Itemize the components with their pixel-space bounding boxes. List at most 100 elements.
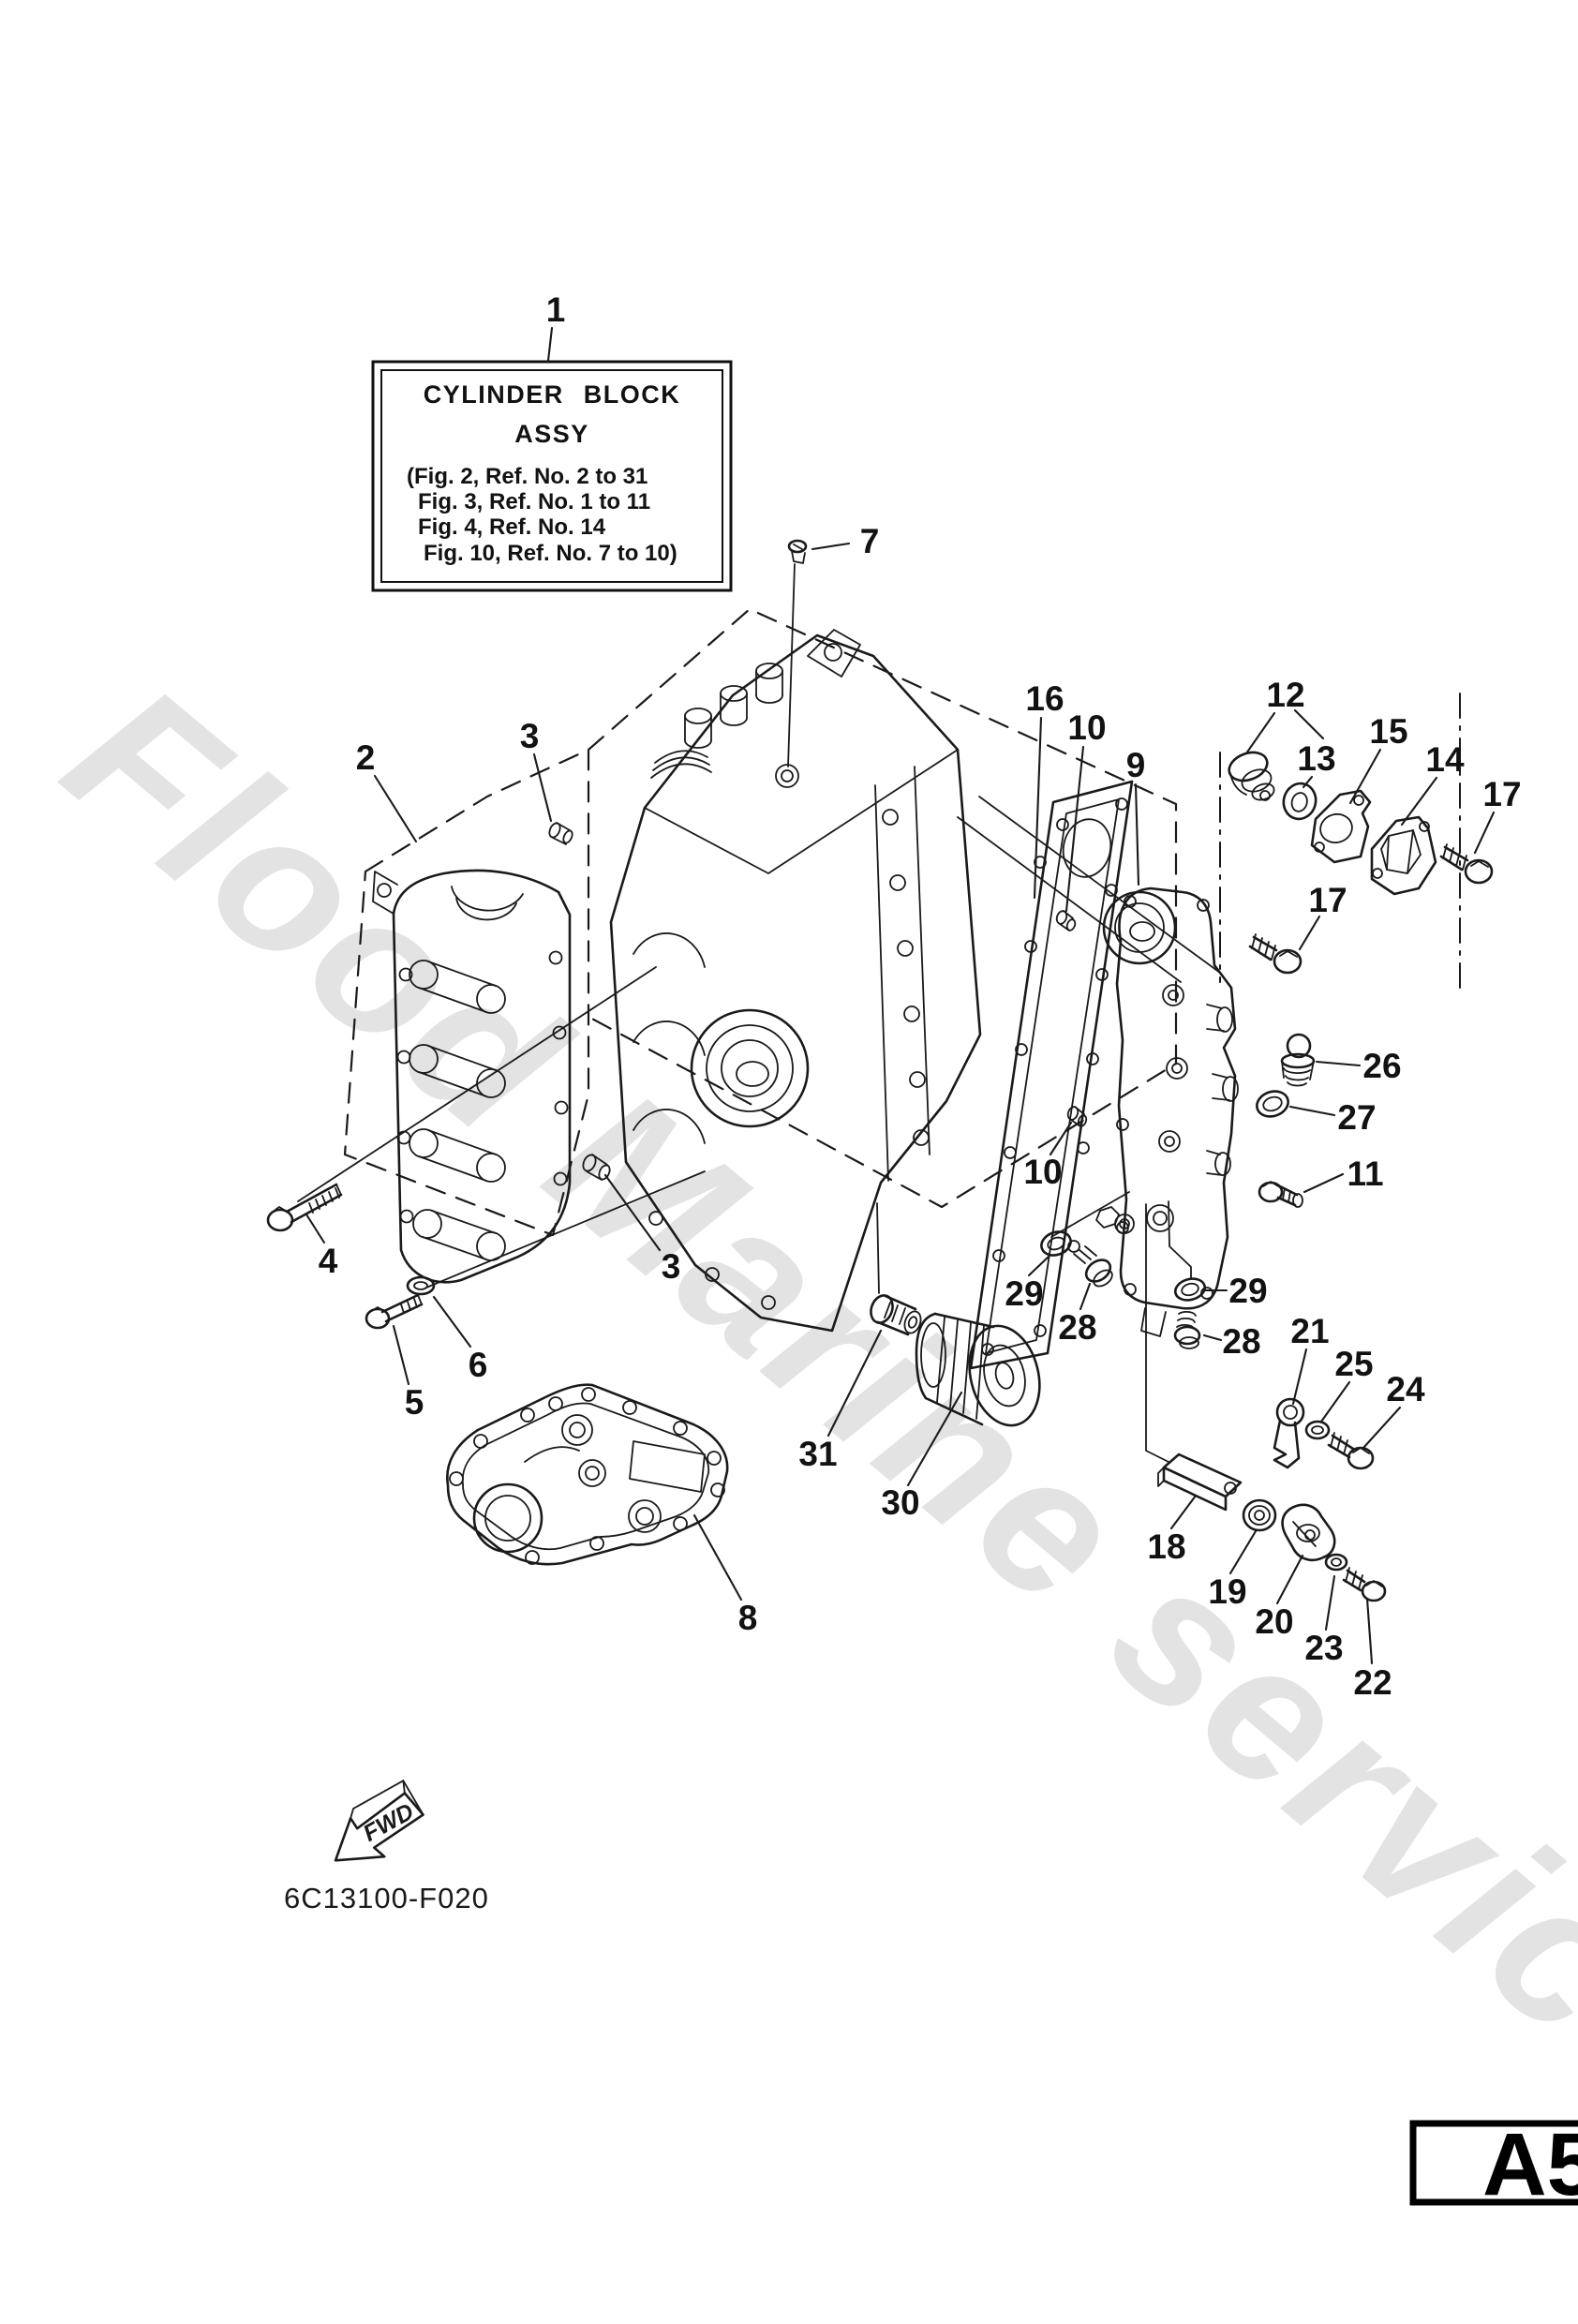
part-oring-27 bbox=[1256, 1090, 1289, 1118]
callout-leader-17 bbox=[1473, 811, 1496, 855]
part-washer-29b bbox=[1173, 1277, 1207, 1302]
callout-label-28: 28 bbox=[1222, 1322, 1260, 1361]
callout-label-22: 22 bbox=[1353, 1663, 1392, 1702]
page-label: A5 bbox=[1482, 2115, 1578, 2214]
callout-label-4: 4 bbox=[319, 1242, 338, 1280]
callout-label-20: 20 bbox=[1255, 1602, 1293, 1641]
cover-bosses bbox=[1095, 895, 1239, 1337]
part-washer-23 bbox=[1324, 1553, 1348, 1572]
part-washer-29a bbox=[1040, 1230, 1072, 1257]
crankcase-bolt-holes bbox=[396, 950, 569, 1224]
callout-label-24: 24 bbox=[1386, 1370, 1425, 1408]
callout-leader-3 bbox=[532, 752, 553, 823]
part-dowel-pin-3a bbox=[548, 822, 573, 845]
callout-leader-12 bbox=[1244, 711, 1276, 755]
callout-label-3: 3 bbox=[520, 717, 540, 755]
callout-label-15: 15 bbox=[1369, 712, 1407, 751]
callout-leader-26 bbox=[1315, 1060, 1362, 1067]
callout-leader-28 bbox=[1079, 1282, 1092, 1311]
callout-label-13: 13 bbox=[1297, 739, 1335, 778]
part-dowel-pin-3b bbox=[582, 1154, 611, 1181]
callout-leader-2 bbox=[373, 774, 418, 843]
part-cylinder-gasket-16 bbox=[969, 780, 1134, 1370]
bearing-saddles bbox=[409, 960, 506, 1261]
title-ref-2: Fig. 3, Ref. No. 1 to 11 bbox=[418, 489, 650, 514]
part-thermostat-cover-14 bbox=[1370, 815, 1437, 896]
part-side-cover-9 bbox=[1095, 886, 1239, 1337]
callout-label-7: 7 bbox=[860, 522, 880, 560]
callout-label-31: 31 bbox=[798, 1435, 837, 1473]
callout-leader-22 bbox=[1365, 1597, 1374, 1665]
callout-label-18: 18 bbox=[1147, 1527, 1185, 1566]
callout-leader-6 bbox=[432, 1295, 472, 1348]
part-bolt-4 bbox=[266, 1183, 343, 1232]
callout-label-14: 14 bbox=[1425, 740, 1465, 779]
crankcase-dashed-box bbox=[343, 748, 590, 1237]
callout-leader-28 bbox=[1202, 1333, 1223, 1342]
page-label-box: A5 bbox=[1409, 2115, 1578, 2214]
part-fitting-11 bbox=[1258, 1181, 1303, 1208]
callout-label-16: 16 bbox=[1025, 679, 1064, 718]
part-plug-28a bbox=[1073, 1245, 1113, 1288]
callout-label-2: 2 bbox=[356, 738, 376, 777]
callout-label-29: 29 bbox=[1005, 1274, 1043, 1313]
callout-label-11: 11 bbox=[1347, 1155, 1383, 1193]
part-oil-pan-gasket-8 bbox=[446, 1383, 729, 1566]
callout-label-5: 5 bbox=[405, 1383, 424, 1422]
callout-leader-20 bbox=[1275, 1554, 1304, 1605]
callout-leader-16 bbox=[1033, 716, 1043, 900]
part-screw-7 bbox=[787, 539, 808, 564]
part-grommet-19 bbox=[1242, 1498, 1277, 1532]
part-washer-6 bbox=[406, 1275, 436, 1296]
title-ref-4: Fig. 10, Ref. No. 7 to 10) bbox=[424, 541, 677, 566]
part-thermostat-gasket-15 bbox=[1310, 789, 1372, 864]
title-ref-3: Fig. 4, Ref. No. 14 bbox=[418, 514, 606, 540]
block-studs bbox=[684, 663, 783, 749]
callout-leader-9 bbox=[1134, 782, 1140, 886]
part-cylinder-block bbox=[609, 629, 982, 1333]
callout-leader-17 bbox=[1298, 915, 1321, 951]
callout-leader-12 bbox=[1293, 708, 1325, 740]
callout-label-29: 29 bbox=[1228, 1272, 1267, 1310]
part-plug-26 bbox=[1280, 1033, 1316, 1087]
part-bolt-24 bbox=[1327, 1432, 1375, 1470]
callout-label-21: 21 bbox=[1290, 1312, 1329, 1350]
part-bolt-17b bbox=[1248, 933, 1303, 975]
callout-label-3: 3 bbox=[662, 1247, 681, 1286]
callout-label-12: 12 bbox=[1266, 676, 1304, 714]
part-pin-10a bbox=[1055, 910, 1077, 931]
part-washer-13 bbox=[1282, 782, 1317, 821]
callout-leader-8 bbox=[692, 1513, 743, 1601]
callout-leader-18 bbox=[1169, 1494, 1198, 1530]
callout-leader-25 bbox=[1319, 1380, 1351, 1423]
part-bolt-5 bbox=[365, 1293, 424, 1330]
callout-label-10: 10 bbox=[1023, 1153, 1062, 1191]
callout-leader-30 bbox=[906, 1391, 963, 1487]
callout-label-28: 28 bbox=[1058, 1308, 1096, 1347]
callout-leader-7 bbox=[811, 542, 851, 551]
title-ref-1: (Fig. 2, Ref. No. 2 to 31 bbox=[407, 464, 648, 489]
fwd-arrow-icon: FWD bbox=[334, 1780, 424, 1862]
callout-leader-15 bbox=[1348, 748, 1382, 805]
callout-leader-19 bbox=[1228, 1529, 1258, 1575]
title-line-2: ASSY bbox=[514, 420, 589, 448]
title-box: CYLINDER BLOCK ASSY (Fig. 2, Ref. No. 2 … bbox=[371, 360, 733, 592]
callout-label-17: 17 bbox=[1482, 775, 1521, 813]
block-bolt-holes bbox=[882, 809, 930, 1146]
pan-gasket-holes bbox=[449, 1387, 725, 1565]
callout-leader-29 bbox=[1027, 1255, 1050, 1277]
callout-leader-27 bbox=[1288, 1105, 1336, 1117]
part-pin-10b bbox=[1066, 1106, 1088, 1127]
callout-label-10: 10 bbox=[1067, 708, 1106, 747]
part-filter-stud-31 bbox=[870, 1294, 922, 1336]
callout-leader-3 bbox=[603, 1173, 662, 1252]
callout-label-19: 19 bbox=[1208, 1572, 1246, 1611]
callout-leader-13 bbox=[1302, 775, 1314, 789]
callout-label-26: 26 bbox=[1362, 1047, 1401, 1085]
callout-label-9: 9 bbox=[1126, 746, 1146, 784]
part-washer-25 bbox=[1304, 1420, 1331, 1440]
callout-leader-1 bbox=[546, 326, 554, 363]
